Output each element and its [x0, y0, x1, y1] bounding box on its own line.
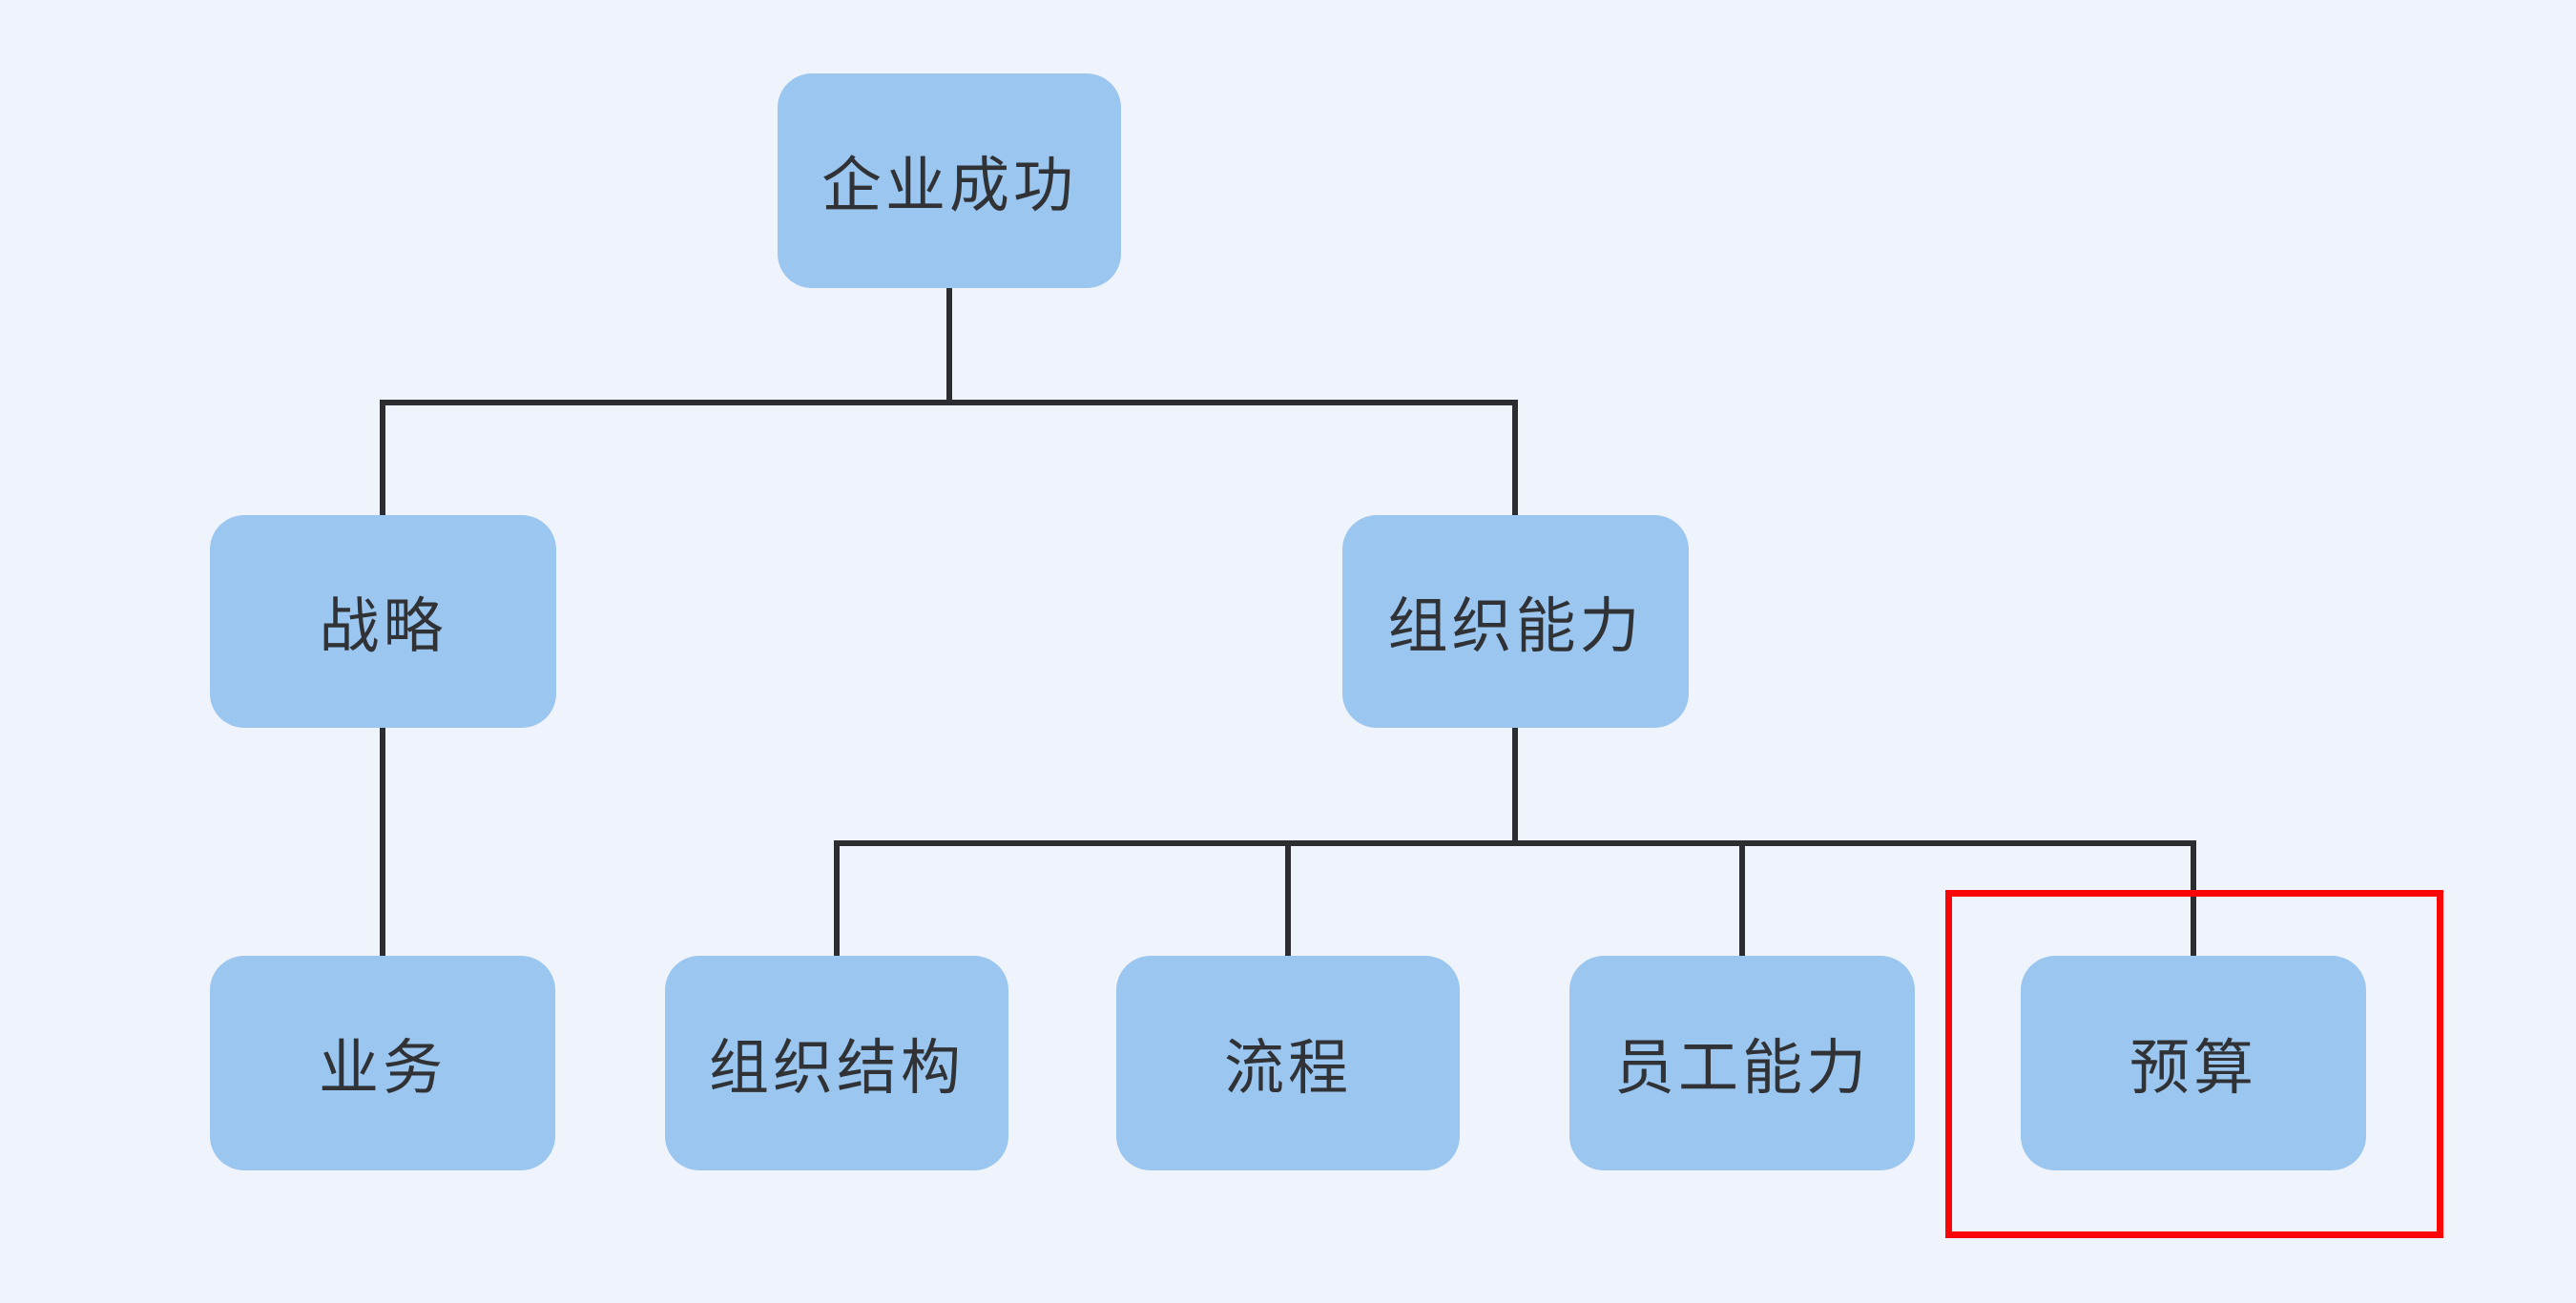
node-budget[interactable]: 预算 — [2021, 956, 2366, 1170]
node-strategy[interactable]: 战略 — [210, 515, 556, 728]
node-org-capability[interactable]: 组织能力 — [1342, 515, 1689, 728]
node-enterprise-success[interactable]: 企业成功 — [778, 73, 1121, 288]
node-business[interactable]: 业务 — [210, 956, 555, 1170]
node-staff-capability[interactable]: 员工能力 — [1569, 956, 1915, 1170]
node-process[interactable]: 流程 — [1116, 956, 1460, 1170]
node-org-structure[interactable]: 组织结构 — [665, 956, 1008, 1170]
